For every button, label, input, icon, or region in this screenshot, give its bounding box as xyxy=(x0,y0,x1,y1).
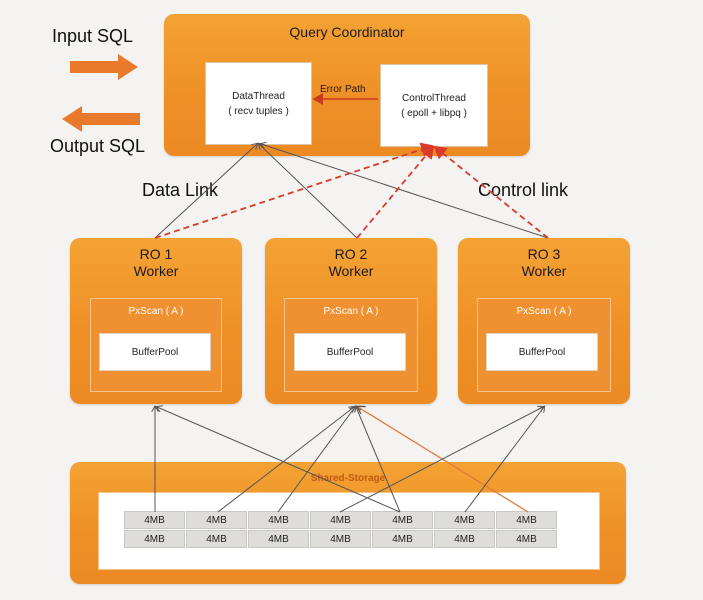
pxscan-label-ro2: PxScan ( A ) xyxy=(323,306,379,317)
storage-link xyxy=(217,407,354,513)
pxscan-label-ro3: PxScan ( A ) xyxy=(516,306,572,317)
pxscan-label-ro1: PxScan ( A ) xyxy=(128,306,184,317)
control-link-ro2 xyxy=(356,145,435,239)
data-link-ro2 xyxy=(259,144,358,239)
storage-cell: 4MB xyxy=(186,530,247,548)
storage-cell: 4MB xyxy=(372,530,433,548)
storage-link xyxy=(464,407,544,513)
storage-cell: 4MB xyxy=(310,530,371,548)
storage-link xyxy=(356,407,401,513)
storage-cell: 4MB xyxy=(434,530,495,548)
control-thread-desc: ( epoll + libpq ) xyxy=(401,107,467,119)
storage-cell: 4MB xyxy=(496,530,557,548)
shared-storage-title: Shared-Storage xyxy=(310,473,386,484)
storage-cell: 4MB xyxy=(372,511,433,529)
storage-link xyxy=(339,407,543,513)
control-link-ro1 xyxy=(154,142,434,239)
error-path-label: Error Path xyxy=(320,84,366,95)
output-sql-label: Output SQL xyxy=(50,136,146,156)
storage-cell: 4MB xyxy=(124,530,185,548)
bufferpool-ro1: BufferPool xyxy=(99,333,211,371)
storage-link xyxy=(157,407,401,513)
bufferpool-ro3: BufferPool xyxy=(486,333,598,371)
control-thread-box: ControlThread ( epoll + libpq ) xyxy=(380,64,488,147)
control-thread-name: ControlThread xyxy=(402,92,466,104)
data-link-label: Data Link xyxy=(142,180,219,200)
query-coordinator-title: Query Coordinator xyxy=(289,24,405,40)
input-sql-label: Input SQL xyxy=(52,26,134,46)
storage-cell: 4MB xyxy=(248,530,309,548)
storage-cell: 4MB xyxy=(186,511,247,529)
control-link-ro3 xyxy=(433,145,549,239)
storage-link-highlight xyxy=(358,407,529,513)
data-link-ro1 xyxy=(154,144,257,239)
storage-cell: 4MB xyxy=(434,511,495,529)
data-thread-desc: ( recv tuples ) xyxy=(228,105,289,117)
input-arrow-icon xyxy=(70,54,138,80)
bufferpool-ro2: BufferPool xyxy=(294,333,406,371)
control-link-label: Control link xyxy=(478,180,569,200)
output-arrow-icon xyxy=(62,106,140,132)
data-link-ro3 xyxy=(261,144,549,239)
data-thread-name: DataThread xyxy=(232,90,285,102)
storage-link xyxy=(277,407,355,513)
